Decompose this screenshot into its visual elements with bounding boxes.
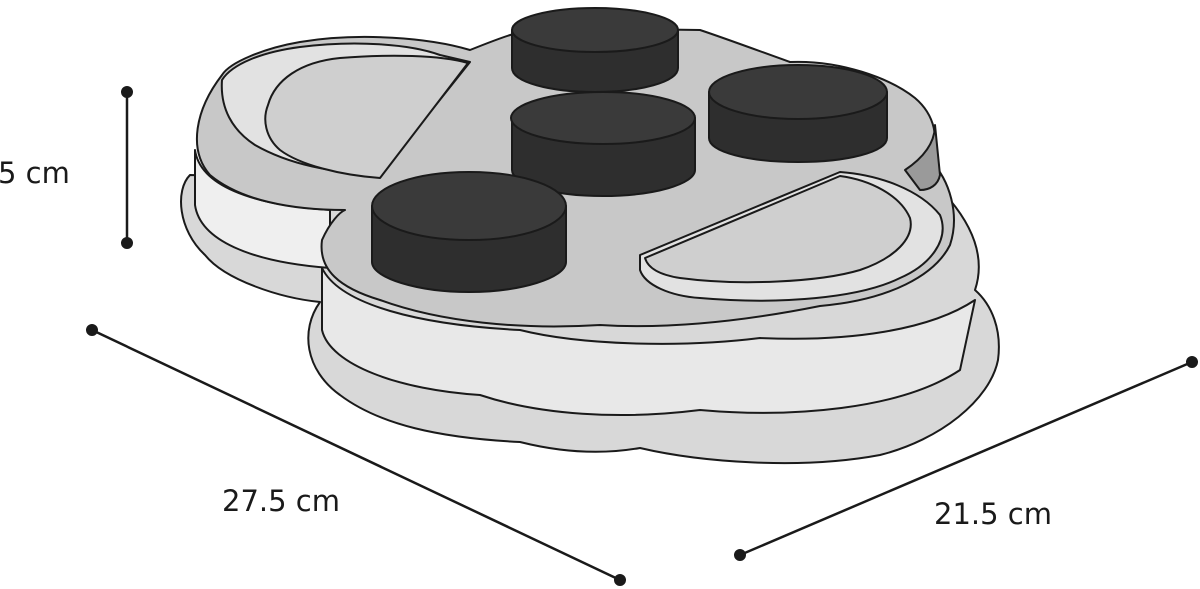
dimension-label-height: 5 cm [0, 156, 70, 190]
puck-top[interactable] [511, 7, 679, 93]
side-wall-front [321, 267, 976, 416]
flip-lid-right-cover [644, 175, 912, 284]
dimension-line-width [734, 356, 1198, 561]
puck-left[interactable] [371, 171, 567, 293]
right-notch [904, 124, 941, 191]
flip-lid-left-cover [264, 54, 469, 179]
dimension-label-length: 27.5 cm [222, 484, 340, 518]
dimension-line-height [121, 86, 133, 249]
dimension-line-length [86, 324, 626, 586]
dimension-label-width: 21.5 cm [934, 497, 1052, 531]
puck-middle[interactable] [510, 91, 696, 197]
puck-right[interactable] [708, 64, 888, 163]
